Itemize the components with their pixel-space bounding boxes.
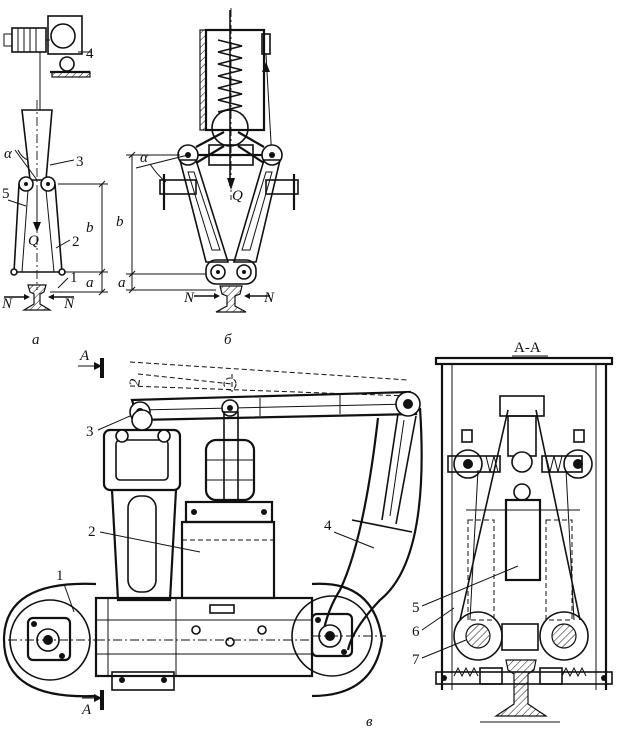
figure-b: α Q b a N N б xyxy=(116,8,299,348)
label-a-q: Q xyxy=(28,233,39,249)
base-beam xyxy=(94,596,314,691)
spring-housing-b xyxy=(199,8,273,200)
hook-arm-4 xyxy=(320,407,423,651)
label-section-top: A xyxy=(79,348,90,364)
label-a-n-left: N xyxy=(1,296,13,312)
caption-a: а xyxy=(32,332,40,348)
arms-b xyxy=(178,159,282,285)
label-a-a: a xyxy=(86,275,94,291)
label-v-1: 1 xyxy=(56,568,64,584)
label-a-5: 5 xyxy=(2,186,10,202)
dimensions-b xyxy=(126,151,216,294)
caption-b: б xyxy=(224,332,232,348)
label-a-4: 4 xyxy=(86,46,94,62)
label-a-alpha: α xyxy=(4,146,13,162)
left-column xyxy=(102,409,182,602)
right-wheel xyxy=(291,582,386,698)
label-b-a: a xyxy=(118,275,126,291)
figure-a: 4 α 3 5 Q 2 b a 1 N N а xyxy=(1,15,108,348)
label-b-n-right: N xyxy=(263,290,275,306)
rail-b xyxy=(194,285,270,313)
label-section-bottom: A xyxy=(81,702,92,718)
label-a-3: 3 xyxy=(76,154,84,170)
svg-text:2: 2 xyxy=(127,377,144,387)
label-b-alpha: α xyxy=(140,150,149,166)
label-a-1: 1 xyxy=(70,270,78,286)
section-title: A-A xyxy=(514,340,541,356)
label-a-b: b xyxy=(86,220,94,236)
lever-alt-position: 2 xyxy=(127,361,409,397)
label-a-2: 2 xyxy=(72,234,80,250)
pivots-a xyxy=(7,176,66,276)
label-v-4: 4 xyxy=(324,518,332,534)
beams-b xyxy=(159,174,299,210)
label-b-q: Q xyxy=(232,188,243,204)
dimensions-a xyxy=(50,180,108,296)
section-mark-bottom xyxy=(82,690,104,710)
label-b-b: b xyxy=(116,214,124,230)
label-b-n-left: N xyxy=(183,290,195,306)
winch-motor-a xyxy=(3,15,92,110)
left-wheel-1 xyxy=(2,582,97,698)
section-a-a: A-A xyxy=(412,340,614,723)
rail-a xyxy=(4,284,74,311)
section-mark-top xyxy=(78,358,104,378)
figure-v: A 2 xyxy=(2,348,423,730)
actuator-cylinder xyxy=(180,411,276,600)
caption-v: в xyxy=(366,714,373,730)
label-aa-5: 5 xyxy=(412,600,420,616)
label-aa-6: 6 xyxy=(412,624,420,640)
label-aa-7: 7 xyxy=(412,652,420,668)
label-v-2: 2 xyxy=(88,524,96,540)
label-v-3: 3 xyxy=(86,424,94,440)
main-lever xyxy=(129,390,421,423)
label-a-n-right: N xyxy=(63,296,75,312)
